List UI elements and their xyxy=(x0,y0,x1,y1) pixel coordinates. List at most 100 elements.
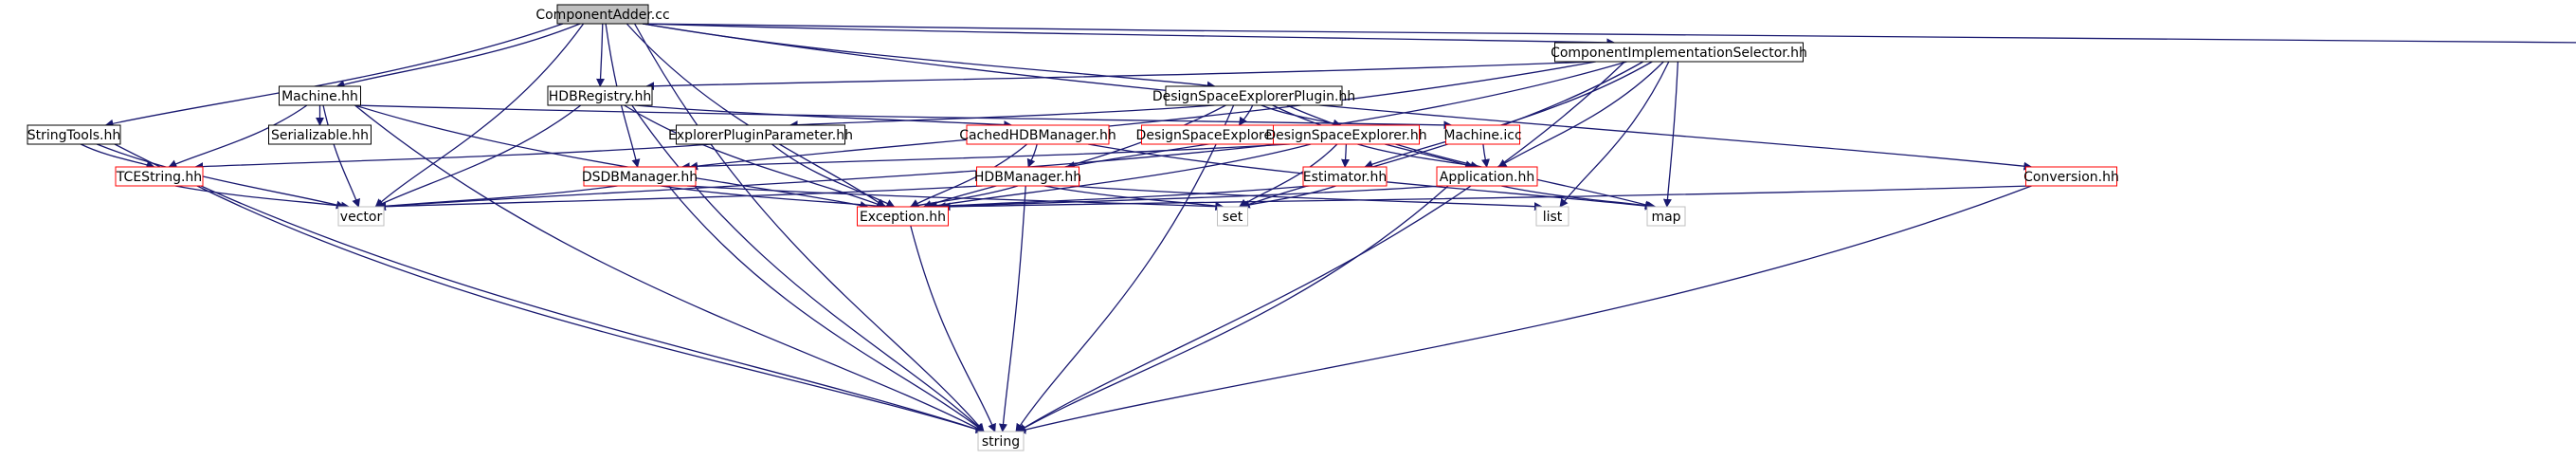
edge-componentadder-cc-to-componentimplementationselector-hh xyxy=(642,23,1616,47)
edge-componentadder-cc-to-hdbregistry-hh xyxy=(595,23,605,87)
node-hdbregistry-hh[interactable]: HDBRegistry.hh xyxy=(547,85,653,106)
node-box xyxy=(115,166,204,187)
node-map[interactable]: map xyxy=(1646,206,1686,227)
node-conversion-hh[interactable]: Conversion.hh xyxy=(2023,166,2119,187)
edge-explorerpluginparameter-hh-to-tcestring-hh xyxy=(194,143,713,172)
node-dsdbmanager-hh[interactable]: DSDBManager.hh xyxy=(582,166,698,187)
node-box xyxy=(1646,206,1686,227)
edge-stringtools-hh-to-vector xyxy=(96,143,345,210)
edge-componentimplementationselector-hh-to-hdbregistry-hh xyxy=(645,61,1593,91)
node-label: DesignSpaceExplorer.hh xyxy=(1265,128,1426,143)
edge-conversion-hh-to-string xyxy=(1017,185,2032,434)
node-label: set xyxy=(1223,210,1243,225)
node-box xyxy=(1535,206,1569,227)
edge-application-hh-to-exception-hh xyxy=(936,185,1443,212)
node-label: Serializable.hh xyxy=(271,128,369,143)
edge-stringtools-hh-to-tcestring-hh xyxy=(80,143,155,169)
node-box xyxy=(966,124,1110,145)
node-label: vector xyxy=(340,210,383,225)
node-box xyxy=(1165,85,1343,106)
node-label: StringTools.hh xyxy=(27,128,120,143)
node-exception-hh[interactable]: Exception.hh xyxy=(857,206,949,227)
edge-cachedhdbmanager-hh-to-map xyxy=(1087,143,1654,211)
edge-componentadder-cc-to-stringtools-hh xyxy=(104,23,564,128)
edge-application-hh-to-string xyxy=(1017,185,1449,432)
node-box xyxy=(1217,206,1248,227)
node-box xyxy=(676,124,845,145)
edge-hdbregistry-hh-to-exception-hh xyxy=(624,104,886,209)
edge-componentadder-cc-to-string xyxy=(634,23,985,432)
nodes-layer: ComponentAdder.ccComponentImplementation… xyxy=(27,4,2119,451)
node-label: Application.hh xyxy=(1440,170,1534,185)
edge-tcestring-hh-to-string xyxy=(196,185,985,433)
node-box xyxy=(976,166,1079,187)
node-set[interactable]: set xyxy=(1217,206,1248,227)
node-label: HDBManager.hh xyxy=(974,170,1081,185)
node-vector[interactable]: vector xyxy=(337,206,385,227)
edge-componentimplementationselector-hh-to-application-hh xyxy=(1497,61,1664,168)
node-label: list xyxy=(1543,210,1563,225)
node-designspaceexplorerplugin-hh[interactable]: DesignSpaceExplorerPlugin.hh xyxy=(1152,85,1355,106)
node-componentimplementationselector-hh[interactable]: ComponentImplementationSelector.hh xyxy=(1551,42,1807,63)
edge-designspaceexplorerplugin-hh-to-string xyxy=(1015,104,1235,432)
node-box xyxy=(337,206,385,227)
node-box xyxy=(547,85,653,106)
node-label: ExplorerPluginParameter.hh xyxy=(668,128,853,143)
node-label: HDBRegistry.hh xyxy=(549,89,651,104)
node-string[interactable]: string xyxy=(977,431,1025,451)
edge-hdbmanager-hh-to-set xyxy=(1043,185,1225,211)
edge-hdbmanager-hh-to-string xyxy=(998,185,1026,432)
node-application-hh[interactable]: Application.hh xyxy=(1436,166,1538,187)
edge-designspaceexplorer-hh-to-exception-hh xyxy=(928,143,1312,211)
node-tcestring-hh[interactable]: TCEString.hh xyxy=(115,166,204,187)
node-label: ComponentAdder.cc xyxy=(535,8,669,23)
edge-stringtools-hh-to-string xyxy=(114,143,985,433)
edges-layer xyxy=(80,23,2576,434)
node-label: Estimator.hh xyxy=(1303,170,1387,185)
node-box xyxy=(27,124,121,145)
edge-designspaceexplorerplugin-hh-to-designspaceexplorerplugin-icc xyxy=(1238,104,1254,126)
node-estimator-hh[interactable]: Estimator.hh xyxy=(1302,166,1388,187)
node-label: Exception.hh xyxy=(860,210,946,225)
edge-componentadder-cc-to-vector xyxy=(374,23,585,208)
edge-componentadder-cc-to-conversion-hh xyxy=(642,23,2033,171)
node-box xyxy=(1445,124,1520,145)
edge-dsdbmanager-hh-to-set xyxy=(686,185,1225,212)
edge-hdbregistry-hh-to-vector xyxy=(374,104,582,208)
edge-componentadder-cc-to-rfport-hh xyxy=(642,23,2576,44)
edge-hdbmanager-hh-to-list xyxy=(1069,185,1543,212)
node-box xyxy=(977,431,1025,451)
node-box xyxy=(268,124,372,145)
node-cachedhdbmanager-hh[interactable]: CachedHDBManager.hh xyxy=(959,124,1116,145)
node-box xyxy=(583,166,697,187)
node-stringtools-hh[interactable]: StringTools.hh xyxy=(27,124,121,145)
edge-machine-hh-to-machine-icc xyxy=(354,104,1453,130)
node-label: Conversion.hh xyxy=(2023,170,2119,185)
edge-dsdbmanager-hh-to-vector xyxy=(376,185,618,211)
node-hdbmanager-hh[interactable]: HDBManager.hh xyxy=(974,166,1081,187)
node-machine-icc[interactable]: Machine.icc xyxy=(1443,124,1522,145)
node-box xyxy=(1273,124,1420,145)
node-designspaceexplorer-hh[interactable]: DesignSpaceExplorer.hh xyxy=(1265,124,1427,145)
node-box xyxy=(1436,166,1538,187)
edge-componentadder-cc-to-designspaceexplorerplugin-hh xyxy=(642,23,1216,90)
edge-hdbmanager-hh-to-exception-hh xyxy=(909,185,1019,210)
node-serializable-hh[interactable]: Serializable.hh xyxy=(268,124,372,145)
edge-componentadder-cc-to-machine-hh xyxy=(336,23,581,89)
node-label: DesignSpaceExplorerPlugin.hh xyxy=(1152,89,1355,104)
node-label: ComponentImplementationSelector.hh xyxy=(1551,46,1807,61)
node-componentadder-cc[interactable]: ComponentAdder.cc xyxy=(535,4,670,25)
node-list[interactable]: list xyxy=(1535,206,1569,227)
edge-componentimplementationselector-hh-to-set xyxy=(1241,61,1644,209)
edge-machine-icc-to-application-hh xyxy=(1481,143,1490,168)
node-label: Machine.icc xyxy=(1443,128,1521,143)
node-machine-hh[interactable]: Machine.hh xyxy=(279,85,361,106)
node-box xyxy=(2025,166,2117,187)
node-label: string xyxy=(982,434,1020,450)
node-explorerpluginparameter-hh[interactable]: ExplorerPluginParameter.hh xyxy=(668,124,853,145)
edge-componentimplementationselector-hh-to-map xyxy=(1662,61,1679,208)
edge-machine-hh-to-vector xyxy=(322,104,360,208)
edge-estimator-hh-to-exception-hh xyxy=(928,185,1310,212)
edge-componentimplementationselector-hh-to-list xyxy=(1559,61,1670,208)
